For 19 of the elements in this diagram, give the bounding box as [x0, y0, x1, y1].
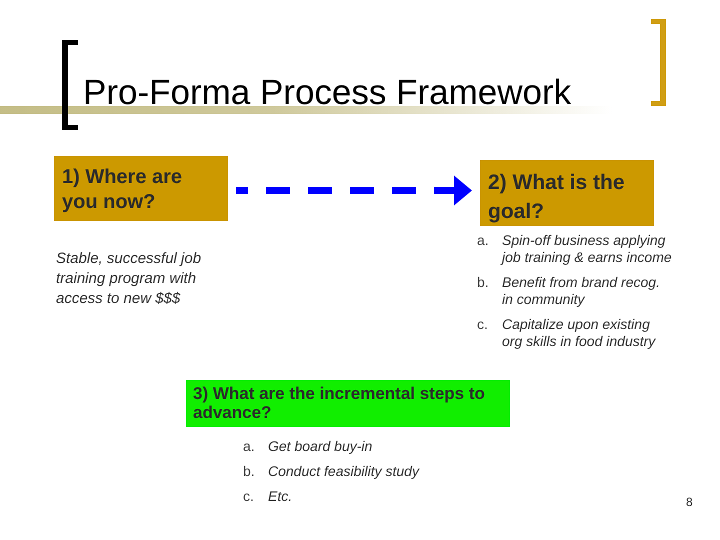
list-marker: c.: [477, 316, 488, 332]
list-item-text: Spin-off business applying job training & earns income: [502, 232, 673, 266]
list-marker: a.: [477, 232, 489, 248]
list-marker: a.: [243, 438, 255, 454]
page-number: 8: [686, 495, 693, 510]
dashed-arrow: [236, 176, 472, 206]
list-item-text: Benefit from brand recog. in community: [502, 274, 661, 308]
question-box: 1) Where are you now?: [54, 156, 228, 221]
list-marker: b.: [477, 274, 489, 290]
list-item-text: Etc.: [268, 488, 292, 505]
list-marker: b.: [243, 463, 255, 479]
question-box: 2) What is the goal?: [480, 160, 654, 226]
description-text: Stable, successful job training program with access to new $$$: [56, 249, 202, 309]
list-item-text: Capitalize upon existing org skills in food industry: [502, 316, 657, 350]
list-marker: c.: [243, 488, 254, 504]
slide-title: Pro-Forma Process Framework: [83, 75, 572, 110]
list-item-text: Get board buy-in: [268, 438, 372, 455]
list-item-text: Conduct feasibility study: [268, 463, 419, 480]
question-box: 3) What are the incremental steps to advance?: [186, 380, 510, 427]
